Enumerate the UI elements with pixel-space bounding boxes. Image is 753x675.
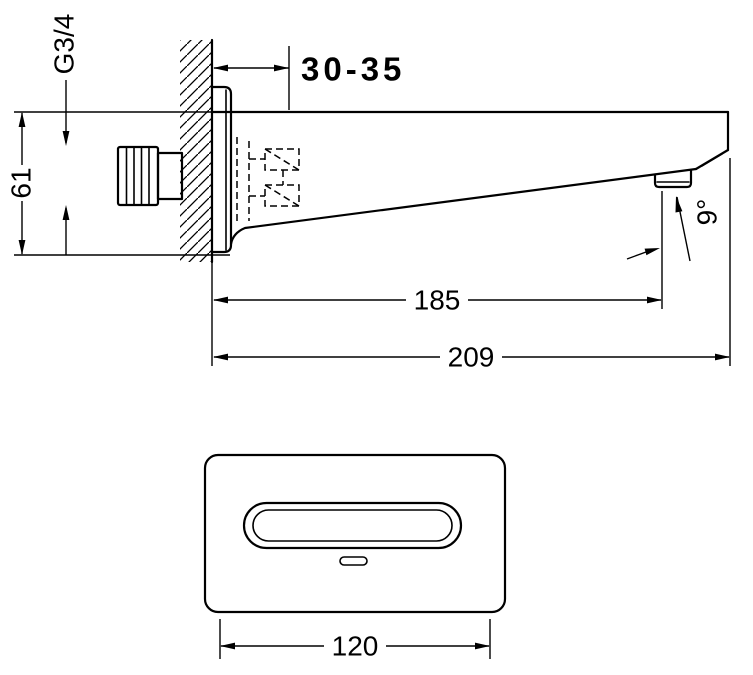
side-view: 30-35 G3/4 61 185 [6,14,731,373]
arrowhead-angle [675,196,683,213]
escutcheon-plate [210,85,233,254]
dimension-total-length: 209 [211,158,731,373]
hidden-line [264,184,300,207]
front-view: 120 [203,453,507,662]
outlet-opening-outer [242,501,463,550]
arrowhead-up [18,112,26,127]
spout-tip-chamfer-inner [701,153,723,167]
aerator [653,168,693,189]
dimension-height: 61 [6,111,230,256]
label-spout-reach: 185 [414,285,461,316]
label-total-length: 209 [448,342,495,373]
label-width: 120 [332,631,379,662]
dimension-thread: G3/4 [49,14,80,255]
outlet-opening-inner [252,509,453,542]
label-wall-distance: 30-35 [301,51,405,88]
dimension-spout-reach: 185 [213,191,663,316]
spout-underside [229,167,698,246]
dimension-spray-angle: 9° [626,196,723,262]
spout-profile [210,85,730,254]
nipple-neck [156,151,184,201]
arrowhead-right [475,642,490,650]
arrowhead-down [62,131,70,146]
arrowhead-up [62,205,70,220]
label-spray-angle: 9° [692,199,723,226]
arrowhead-right [647,296,662,304]
aerator-outline [653,168,693,189]
thread-nipple [116,145,184,207]
hidden-line [264,148,300,171]
arrowhead-left [213,64,228,72]
arrowhead-right [274,64,289,72]
outlet-slot [339,556,368,566]
arrowhead-left [213,353,228,361]
spout-body-outline [203,453,507,614]
arrowhead-right [715,353,730,361]
label-thread: G3/4 [49,14,80,75]
arrowhead-left [220,642,235,650]
dimension-width: 120 [219,619,491,662]
angle-pointer-line [626,251,647,260]
dimension-wall-distance: 30-35 [213,46,405,110]
thread-body [116,145,160,207]
arrowhead-pointer [644,248,660,256]
arrowhead-left [213,296,228,304]
arrowhead-down [18,240,26,255]
label-height: 61 [6,167,37,198]
wall-hatching [180,40,212,262]
hidden-connection-lines [236,137,300,225]
